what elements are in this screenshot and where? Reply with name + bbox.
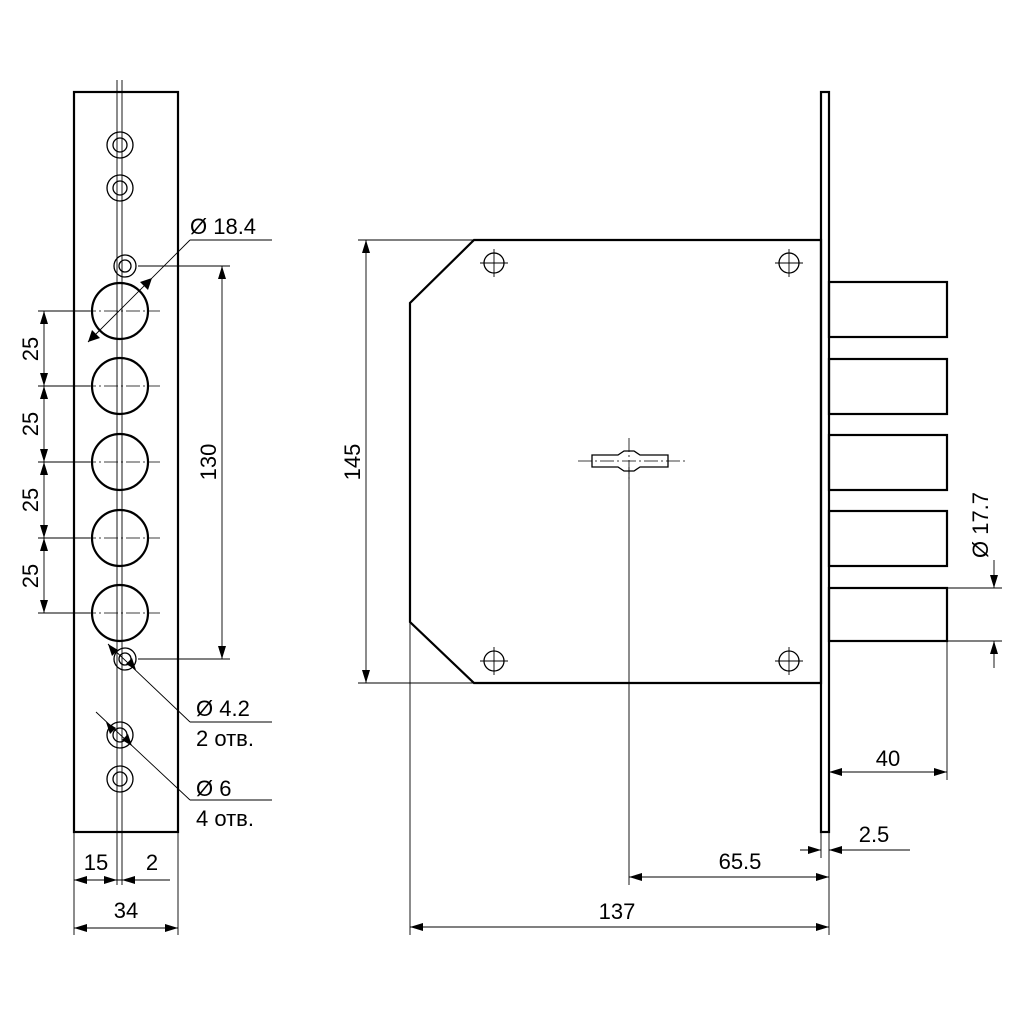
bolt-4 bbox=[827, 509, 949, 568]
lock-case bbox=[408, 238, 823, 685]
dim-pitch-2-label: 25 bbox=[18, 412, 43, 436]
bolt-holes bbox=[82, 281, 160, 643]
dim-mount-hole-diameter-label: Ø 6 bbox=[196, 776, 231, 801]
dim-small-hole-diameter-label: Ø 4.2 bbox=[196, 696, 250, 721]
dim-mount-hole: Ø 6 4 отв. bbox=[95, 711, 272, 831]
case-screw-2 bbox=[775, 249, 803, 277]
dim-bolt-diameter-label: Ø 17.7 bbox=[968, 492, 993, 558]
small-hole-1 bbox=[113, 254, 137, 278]
dim-bolt-projection: 40 bbox=[829, 641, 948, 780]
dim-depth: 137 bbox=[409, 622, 829, 935]
dim-pitch-4-label: 25 bbox=[18, 564, 43, 588]
dim-bolt-projection-label: 40 bbox=[876, 746, 900, 771]
dim-faceplate-thickness: 2.5 bbox=[800, 822, 910, 935]
bolt-5 bbox=[827, 586, 949, 643]
dim-offset-right-label: 2 bbox=[146, 850, 158, 875]
dim-backset: 65.5 bbox=[628, 467, 829, 885]
bolts bbox=[827, 280, 949, 643]
mount-hole-2 bbox=[106, 174, 134, 202]
dim-height: 145 bbox=[340, 239, 474, 684]
dim-bottom-widths: 15 2 34 bbox=[73, 832, 179, 935]
dim-large-hole-diameter-label: Ø 18.4 bbox=[190, 214, 256, 239]
case-screw-3 bbox=[480, 647, 508, 675]
strike-plate-view: Ø 18.4 25 25 25 25 bbox=[18, 80, 272, 935]
dim-small-hole-count-label: 2 отв. bbox=[196, 726, 254, 751]
dim-width-label: 34 bbox=[114, 898, 138, 923]
lock-body-view: 145 Ø 17.7 40 2.5 bbox=[340, 90, 1002, 935]
dim-small-hole: Ø 4.2 2 отв. bbox=[107, 643, 272, 751]
dim-height-label: 145 bbox=[340, 444, 365, 481]
dim-depth-label: 137 bbox=[599, 899, 636, 924]
mount-hole-4 bbox=[106, 765, 134, 793]
dim-mount-hole-count-label: 4 отв. bbox=[196, 806, 254, 831]
dim-total-span: 130 bbox=[138, 265, 230, 660]
dim-bolt-diameter: Ø 17.7 bbox=[947, 492, 1002, 668]
dim-pitch-3-label: 25 bbox=[18, 488, 43, 512]
dim-backset-label: 65.5 bbox=[719, 849, 762, 874]
bolt-1 bbox=[827, 280, 949, 339]
dim-faceplate-thickness-label: 2.5 bbox=[859, 822, 890, 847]
case-screw-1 bbox=[480, 249, 508, 277]
bolt-3 bbox=[827, 433, 949, 492]
dim-total-span-label: 130 bbox=[196, 444, 221, 481]
dim-pitch-chain: 25 25 25 25 bbox=[18, 310, 90, 614]
keyhole bbox=[578, 438, 688, 480]
mount-hole-1 bbox=[106, 131, 134, 159]
faceplate bbox=[819, 90, 831, 834]
dim-pitch-1-label: 25 bbox=[18, 337, 43, 361]
dim-large-hole-diameter: Ø 18.4 bbox=[87, 214, 272, 343]
case-screw-4 bbox=[775, 647, 803, 675]
bolt-2 bbox=[827, 357, 949, 416]
dim-offset-left-label: 15 bbox=[84, 850, 108, 875]
